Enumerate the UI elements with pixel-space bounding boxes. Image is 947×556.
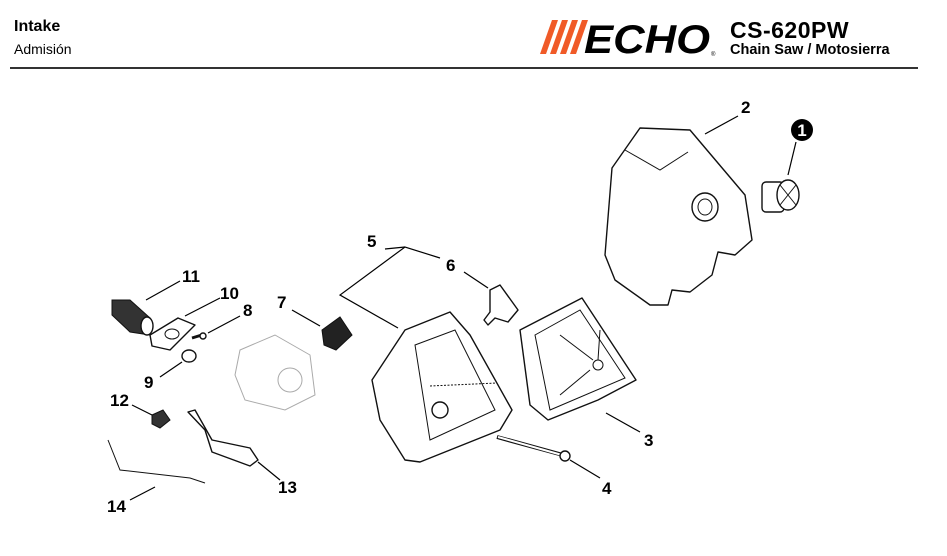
part-rod [107,439,206,484]
product-description: Chain Saw / Motosierra [730,42,890,58]
callout-13: 13 [278,478,297,497]
part-grommet [151,409,171,429]
part-o-ring [181,349,197,363]
part-knob [761,179,800,213]
echo-logo: ECHO ® [540,20,716,58]
svg-text:®: ® [711,51,716,58]
part-screw [191,332,207,340]
carburetor-reference [234,334,316,411]
callout-1-badge [791,119,813,141]
callout-1: 1 [797,121,806,140]
callout-12: 12 [110,391,129,410]
part-bolt [496,435,571,462]
callout-7: 7 [277,293,286,312]
callout-5: 5 [367,232,376,251]
part-air-filter [519,297,637,421]
part-pad [321,316,353,351]
part-intake-boot [111,299,154,336]
part-top-cover [604,127,753,306]
callout-14: 14 [107,497,126,516]
page-title: Intake [14,18,61,35]
model-number: CS-620PW [730,17,850,43]
part-gasket [149,317,196,351]
part-filter-base [371,311,513,463]
callout-6: 6 [446,256,455,275]
svg-text:ECHO: ECHO [584,20,710,58]
callout-9: 9 [144,373,153,392]
part-lever [187,409,259,467]
callout-10: 10 [220,284,239,303]
header-divider [10,67,918,69]
callout-8: 8 [243,301,252,320]
callout-2: 2 [741,98,750,117]
callout-11: 11 [182,267,200,286]
callout-4: 4 [602,479,612,498]
part-bracket [483,284,519,326]
callout-3: 3 [644,431,653,450]
page-subtitle: Admisión [14,41,72,57]
leader-lines [129,115,797,501]
